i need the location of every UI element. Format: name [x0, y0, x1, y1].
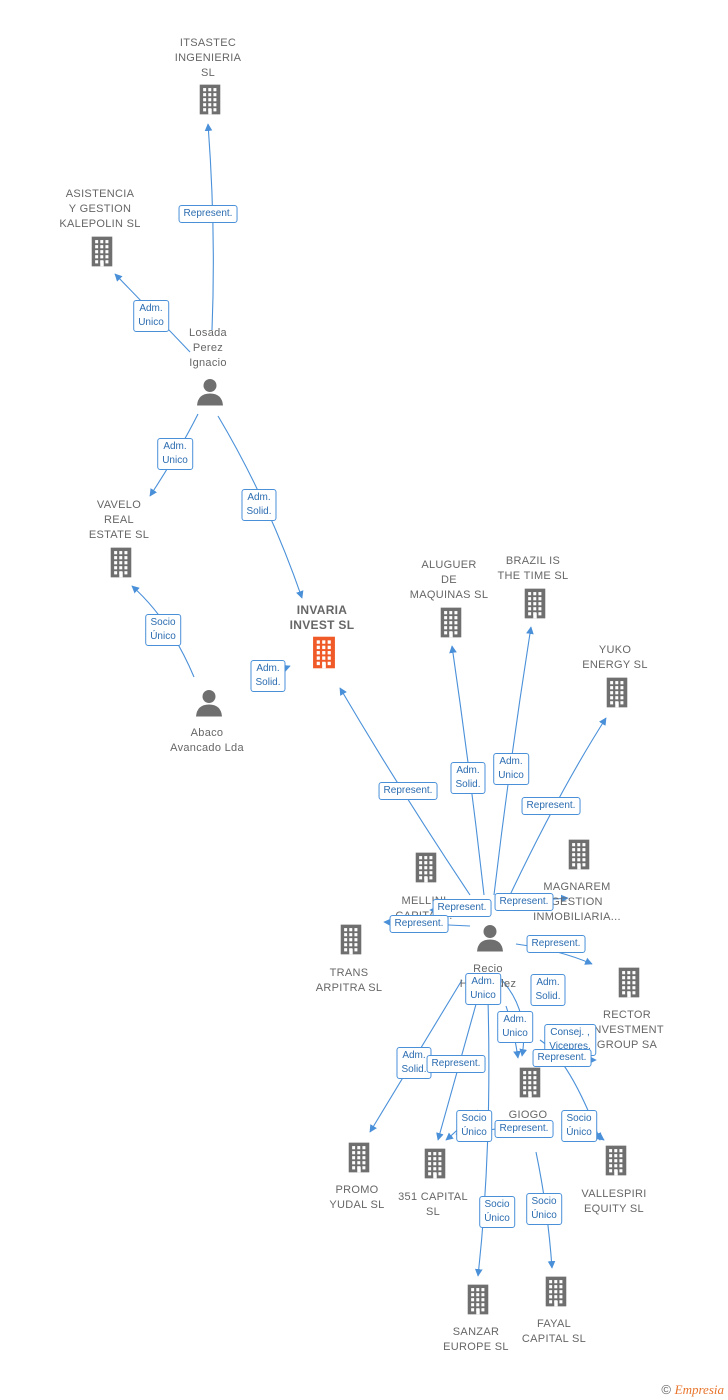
edge-label[interactable]: Adm. Solid.: [241, 489, 277, 521]
edge-label[interactable]: Represent.: [389, 915, 449, 933]
company-building-icon[interactable]: [542, 1276, 570, 1313]
edge-label[interactable]: Represent.: [521, 797, 581, 815]
edge-label[interactable]: Represent.: [432, 899, 492, 917]
edge-label[interactable]: Represent.: [494, 1120, 554, 1138]
node-label-losada[interactable]: Losada Perez Ignacio: [189, 327, 227, 369]
brand-name: Empresia: [674, 1382, 724, 1397]
edge-label[interactable]: Represent.: [178, 205, 238, 223]
edge-label[interactable]: Represent.: [532, 1049, 592, 1067]
edge-recio-to-sanzar: [474, 999, 490, 1277]
company-building-icon[interactable]: [196, 84, 224, 121]
company-building-icon[interactable]: [521, 588, 549, 625]
edge-label[interactable]: Represent.: [378, 782, 438, 800]
person-icon[interactable]: [194, 688, 224, 723]
edge-label[interactable]: Adm. Solid.: [250, 660, 286, 692]
node-label-rector[interactable]: RECTOR INVESTMENT GROUP SA: [590, 1009, 664, 1051]
node-label-asistencia[interactable]: ASISTENCIA Y GESTION KALEPOLIN SL: [59, 188, 141, 230]
company-building-icon[interactable]: [437, 607, 465, 644]
edge-label[interactable]: Adm. Solid.: [450, 762, 486, 794]
node-label-yuko[interactable]: YUKO ENERGY SL: [582, 644, 648, 671]
main-company-building-icon[interactable]: [309, 636, 339, 675]
edge-label[interactable]: Socio Único: [456, 1110, 492, 1142]
edge-label[interactable]: Adm. Unico: [493, 753, 529, 785]
company-building-icon[interactable]: [345, 1142, 373, 1179]
edge-label[interactable]: Adm. Solid.: [396, 1047, 432, 1079]
edge-label[interactable]: Socio Único: [526, 1193, 562, 1225]
person-icon[interactable]: [475, 923, 505, 958]
company-building-icon[interactable]: [88, 236, 116, 273]
node-label-trans[interactable]: TRANS ARPITRA SL: [315, 967, 383, 994]
node-label-brazil[interactable]: BRAZIL IS THE TIME SL: [497, 555, 569, 582]
company-building-icon[interactable]: [615, 967, 643, 1004]
node-label-c351[interactable]: 351 CAPITAL SL: [398, 1191, 468, 1218]
node-label-fayal[interactable]: FAYAL CAPITAL SL: [521, 1318, 587, 1345]
node-label-itsastec[interactable]: ITSASTEC INGENIERIA SL: [174, 37, 242, 79]
copyright-symbol: ©: [661, 1382, 672, 1397]
node-label-magnarem[interactable]: MAGNAREM GESTION INMOBILIARIA...: [533, 881, 621, 923]
edge-label[interactable]: Represent.: [426, 1055, 486, 1073]
footer-brand[interactable]: © Empresia: [661, 1382, 724, 1398]
company-building-icon[interactable]: [337, 924, 365, 961]
edge-label[interactable]: Socio Único: [561, 1110, 597, 1142]
edge-label[interactable]: Adm. Unico: [497, 1011, 533, 1043]
node-label-vavelo[interactable]: VAVELO REAL ESTATE SL: [88, 499, 150, 541]
company-building-icon[interactable]: [412, 852, 440, 889]
node-label-invaria[interactable]: INVARIA INVEST SL: [289, 603, 355, 632]
node-label-aluguer[interactable]: ALUGUER DE MAQUINAS SL: [409, 559, 489, 601]
company-building-icon[interactable]: [603, 677, 631, 714]
edge-label[interactable]: Represent.: [526, 935, 586, 953]
company-building-icon[interactable]: [421, 1148, 449, 1185]
edge-label[interactable]: Adm. Unico: [465, 973, 501, 1005]
company-building-icon[interactable]: [516, 1067, 544, 1104]
company-building-icon[interactable]: [602, 1145, 630, 1182]
edge-losada-to-itsastec: [204, 123, 214, 331]
edge-label[interactable]: Socio Único: [145, 614, 181, 646]
edge-label[interactable]: Represent.: [494, 893, 554, 911]
node-label-sanzar[interactable]: SANZAR EUROPE SL: [443, 1326, 509, 1353]
node-label-promo[interactable]: PROMO YUDAL SL: [329, 1184, 385, 1211]
edge-label[interactable]: Adm. Unico: [133, 300, 169, 332]
node-label-vallespiri[interactable]: VALLESPIRI EQUITY SL: [581, 1188, 647, 1215]
company-building-icon[interactable]: [107, 547, 135, 584]
company-building-icon[interactable]: [464, 1284, 492, 1321]
edge-label[interactable]: Adm. Solid.: [530, 974, 566, 1006]
person-icon[interactable]: [195, 377, 225, 412]
edge-label[interactable]: Adm. Unico: [157, 438, 193, 470]
node-label-abaco[interactable]: Abaco Avancado Lda: [170, 727, 244, 754]
edge-label[interactable]: Socio Único: [479, 1196, 515, 1228]
company-building-icon[interactable]: [565, 839, 593, 876]
